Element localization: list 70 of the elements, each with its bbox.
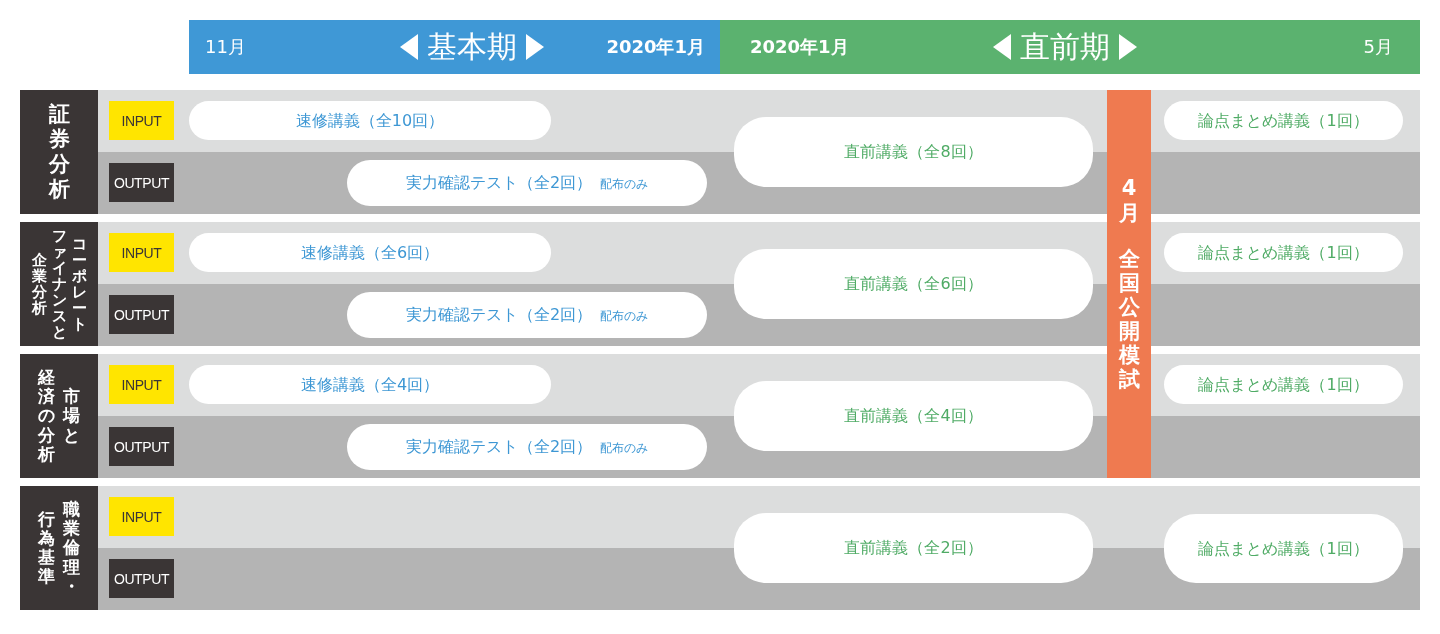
input-tag (109, 101, 174, 140)
course-pill (1164, 233, 1403, 272)
course-pill (189, 101, 551, 140)
month-label: 5月 (1363, 37, 1393, 57)
course-title: 実力確認テスト（全2回） (405, 305, 593, 325)
month-label: 11月 (205, 37, 246, 57)
tag-label: INPUT (121, 244, 162, 261)
month-label: 2020年1月 (750, 37, 849, 57)
course-title: 論点まとめ講義（1回） (1198, 110, 1369, 131)
course-title: 論点まとめ講義（1回） (1198, 242, 1369, 263)
subject-title: ファイナンスと (51, 227, 67, 341)
course-title: 論点まとめ講義（1回） (1198, 538, 1369, 559)
course-title: 論点まとめ講義（1回） (1198, 374, 1369, 395)
course-pill (1164, 101, 1403, 140)
course-title: 実力確認テスト（全2回） (405, 173, 593, 193)
subject-title: 経済の分析 (38, 368, 55, 464)
input-tag (109, 497, 174, 536)
course-pill (347, 292, 707, 338)
mock-exam-title: 全国公開模試 (1118, 246, 1140, 392)
course-pill (734, 249, 1093, 319)
tag-label: OUTPUT (113, 570, 170, 587)
course-title: 直前講義（全6回） (844, 274, 983, 294)
period-band (720, 20, 1420, 74)
output-tag (109, 559, 174, 598)
course-title: 速修講義（全4回） (300, 374, 440, 395)
course-pill (734, 381, 1093, 451)
course-title: 速修講義（全6回） (300, 242, 440, 263)
subject-title: 市場と (63, 387, 80, 445)
subject-title: 行為基準 (38, 509, 55, 587)
course-note: 配布のみ (600, 440, 649, 456)
tag-label: INPUT (121, 508, 162, 525)
output-tag (109, 163, 174, 202)
subject-title: 証券分析 (48, 101, 70, 203)
course-pill (347, 424, 707, 470)
subject-title: コーポレート (71, 235, 87, 333)
output-tag (109, 295, 174, 334)
course-title: 直前講義（全4回） (844, 406, 983, 426)
course-title: 直前講義（全8回） (844, 142, 983, 162)
course-title: 実力確認テスト（全2回） (405, 437, 593, 457)
tag-label: OUTPUT (113, 306, 170, 323)
course-note: 配布のみ (600, 308, 649, 324)
period-band (189, 20, 720, 74)
course-pill (189, 365, 551, 404)
tag-label: INPUT (121, 376, 162, 393)
subject-title: 職業倫理・ (63, 500, 80, 596)
period-title: 基本期 (427, 30, 517, 64)
subject-block (20, 486, 98, 610)
course-pill (734, 513, 1093, 583)
tag-label: INPUT (121, 112, 162, 129)
output-tag (109, 427, 174, 466)
subject-block (20, 90, 98, 214)
course-title: 直前講義（全2回） (844, 538, 983, 558)
input-tag (109, 365, 174, 404)
course-note: 配布のみ (600, 176, 649, 192)
course-pill (189, 233, 551, 272)
month-label: 2020年1月 (606, 37, 705, 57)
tag-label: OUTPUT (113, 174, 170, 191)
period-title: 直前期 (1020, 30, 1110, 64)
subject-block (20, 222, 98, 346)
course-pill (1164, 514, 1403, 583)
input-tag (109, 233, 174, 272)
mock-exam-title: 4月 (1118, 176, 1140, 225)
course-pill (347, 160, 707, 206)
subject-title: 企業分析 (31, 251, 47, 317)
tag-label: OUTPUT (113, 438, 170, 455)
course-pill (734, 117, 1093, 187)
mock-exam-bar (1107, 90, 1151, 478)
course-title: 速修講義（全10回） (295, 110, 445, 131)
course-pill (1164, 365, 1403, 404)
subject-block (20, 354, 98, 478)
